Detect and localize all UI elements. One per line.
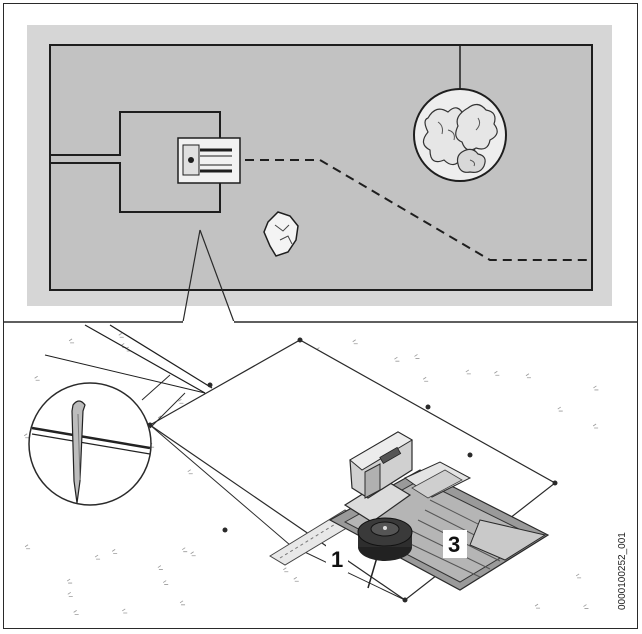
boundary-wire-left-1 [84,324,206,394]
detail-panel: 1 3 0000100252_001 [23,324,628,615]
grass-dot-icon [23,433,30,439]
callout-one: 1 [326,545,348,573]
grass-dot-icon [525,373,531,379]
overview-panel [27,25,612,306]
grass-dot-icon [575,573,582,579]
grass-dot-icon [178,398,184,404]
grass-dot-icon [592,423,599,429]
boundary-wire-left-2 [109,324,213,389]
grass-dot-icon [34,375,40,381]
grass-dot-icon [111,549,118,554]
grass-dot-icon [73,610,79,615]
grass-dot-icon [422,376,429,382]
grass-dot-icon [66,578,73,584]
charging-station-tower [343,431,472,523]
obstacle-icon [263,211,299,257]
zoom-line-right [199,229,235,323]
callout-3-label: 3 [448,532,460,557]
grass-dot-icon [94,554,101,560]
grass-dot-icon [162,580,169,585]
grass-dot-icon [118,332,124,338]
zoom-line-left [182,229,201,323]
grass-dot-icon [414,354,420,359]
boundary-wire-left-3 [44,354,206,394]
grass-dot-icon [293,576,299,582]
grass-dot-icon [494,370,500,376]
grass-dot-icon [465,369,471,375]
grass-dot-icon [557,406,563,412]
callout-1-label: 1 [331,547,343,572]
guide-wire [245,159,590,261]
grass-dot-icon [24,544,31,550]
grass-dot-icon [157,565,163,570]
wire-peg-markers [147,337,558,603]
grass-dot-icon [583,604,589,609]
grass-dot-icon [190,551,196,557]
grass-dot-icon [187,469,193,475]
grass-dot-icon [534,603,541,609]
callout-three: 3 [443,530,467,558]
grass-dot-icon [67,592,73,597]
docking-area-inner-edge [149,424,291,546]
charging-station-icon [177,137,241,184]
flower-bed-icon [413,88,507,182]
wire-peg-icon [28,382,152,506]
grass-dot-icon [68,338,75,344]
magnifier-leader-top [141,374,171,401]
grass-dot-icon [181,547,188,553]
grass-dot-icon [122,608,128,614]
grass-dot-icon [283,567,289,573]
robot-mower-icon [357,517,413,589]
document-id-label: 0000100252_001 [617,532,628,610]
grass-dot-icon [394,356,400,362]
lawn-area [49,44,593,291]
grass-dot-icon [179,600,186,606]
grass-dot-icon [352,339,358,345]
grass-dot-icon [593,385,599,391]
magnifier-leader-bottom [149,392,186,429]
